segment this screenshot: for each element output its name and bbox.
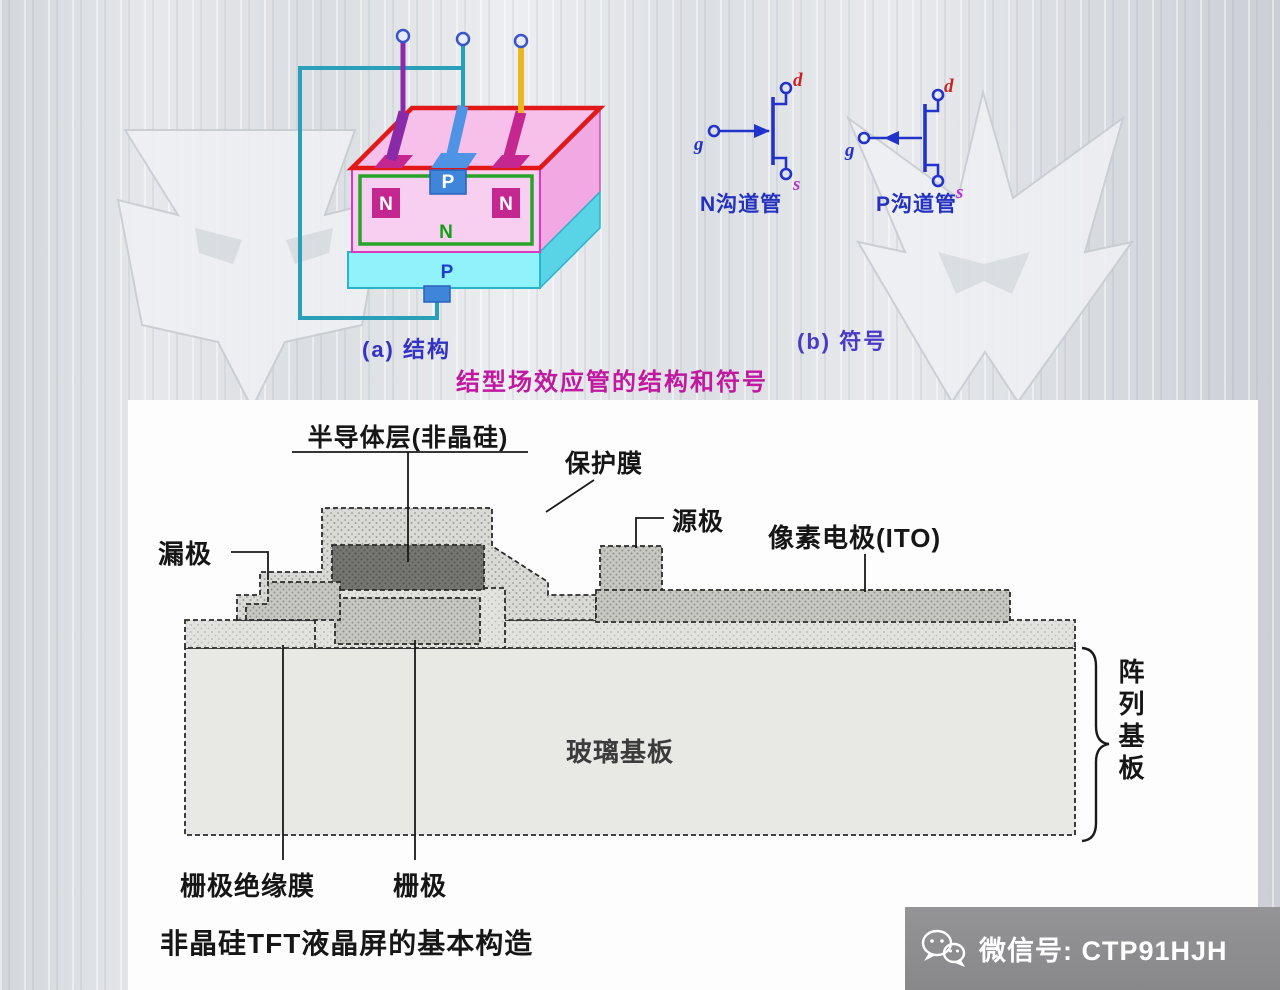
p-channel-name: P沟道管 [876, 193, 958, 216]
n-drain-label: d [793, 70, 803, 91]
p-source-label: s [955, 182, 963, 203]
n-left-label: N [379, 194, 393, 215]
n-region-right [492, 188, 520, 218]
n-channel-region-label: N [439, 222, 453, 243]
symbol-caption: (b) 符号 [797, 329, 888, 354]
label-gate-insulator: 栅极绝缘膜 [180, 871, 316, 901]
figure-title: 结型场效应管的结构和符号 [456, 369, 768, 396]
drain-shape [245, 581, 341, 621]
autobot-logo [116, 129, 387, 411]
p-drain-label: d [944, 76, 954, 97]
p-gate-label: g [844, 140, 855, 161]
structure-caption: (a) 结构 [362, 337, 452, 362]
wechat-id-text: 微信号: CTP91HJH [979, 936, 1228, 966]
n-source-label: s [792, 174, 800, 195]
n-gate-label: g [693, 134, 704, 155]
n-region-left [372, 188, 400, 218]
wechat-icon [921, 929, 966, 967]
terminal-dot [395, 28, 411, 44]
array-substrate-brace [1081, 646, 1110, 843]
n-channel-name: N沟道管 [700, 193, 783, 216]
body-top-face [346, 105, 606, 171]
label-pixel-electrode: 像素电极(ITO) [768, 523, 942, 553]
p-channel-symbol [857, 88, 945, 188]
terminal-dot [513, 33, 529, 49]
n-channel-symbol [707, 81, 793, 181]
p-substrate-layer [347, 251, 541, 289]
p-gate-contact [429, 169, 467, 195]
gate-shape [334, 597, 481, 645]
n-right-label: N [499, 194, 513, 215]
wechat-footer-bar: 微信号: CTP91HJH [905, 907, 1280, 990]
tft-figure-caption: 非晶硅TFT液晶屏的基本构造 [160, 928, 534, 959]
decepticon-logo [845, 88, 1135, 404]
tft-cross-section [184, 451, 1110, 860]
p-substrate-label: P [441, 262, 454, 283]
label-glass-substrate: 玻璃基板 [565, 737, 674, 767]
jfet-structure-drawing: N N P N P [298, 28, 606, 320]
pixel-electrode-shape [595, 589, 1011, 623]
substrate-contact [423, 285, 451, 303]
glass-substrate-shape [184, 647, 1076, 836]
p-center-label: P [442, 172, 455, 193]
source-shape [599, 545, 663, 597]
label-protective-film: 保护膜 [565, 450, 644, 478]
label-drain: 漏极 [158, 539, 213, 569]
terminal-dot [455, 31, 471, 47]
label-source: 源极 [672, 508, 725, 536]
label-gate: 栅极 [393, 871, 448, 901]
label-array-substrate: 阵列基板 [1115, 658, 1145, 786]
label-semiconductor: 半导体层(非晶硅) [307, 424, 509, 452]
